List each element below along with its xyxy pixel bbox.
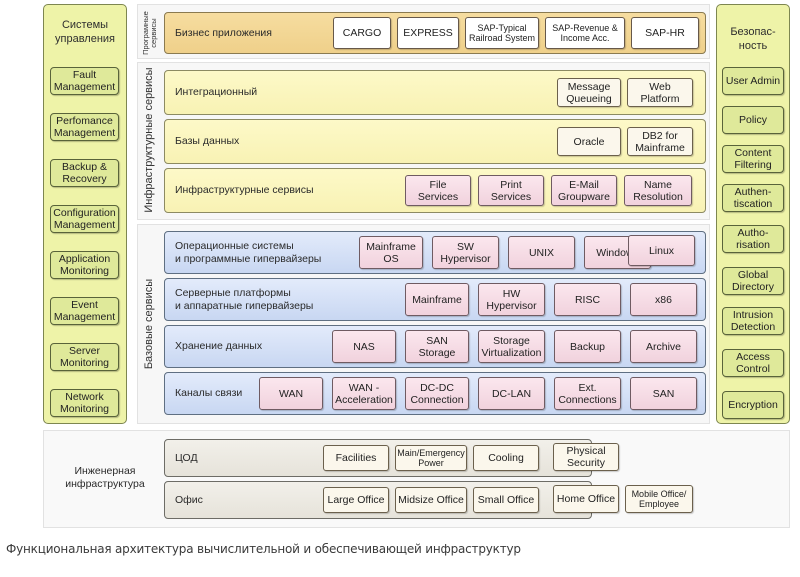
archive-box: Archive (630, 330, 697, 363)
encryption-box: Encryption (722, 391, 784, 419)
integration-label: Интеграционный (175, 86, 258, 98)
management-systems-title: Системы управления (55, 19, 115, 45)
access-control-box: Access Control (722, 349, 784, 377)
san-storage-box: SAN Storage (405, 330, 469, 363)
cargo-box: CARGO (333, 17, 391, 49)
performance-management-box: Perfomance Management (50, 113, 119, 141)
infra-services-row: Инфраструктурные сервисы File Services P… (164, 168, 706, 213)
authentication-box: Authen- tiscation (722, 184, 784, 212)
nas-box: NAS (332, 330, 396, 363)
infrastructure-services-panel: Инфраструктурные сервисы Интеграционный … (137, 62, 710, 220)
data-center-label: ЦОД (175, 451, 198, 464)
ext-connections-box: Ext. Connections (554, 377, 621, 410)
network-monitoring-box: Network Monitoring (50, 389, 119, 417)
software-services-group-label: Програмные сервисы (141, 11, 158, 55)
wan-box: WAN (259, 377, 323, 410)
application-monitoring-box: Application Monitoring (50, 251, 119, 279)
san-box: SAN (630, 377, 697, 410)
message-queueing-box: Message Queueing (557, 78, 621, 107)
databases-row: Базы данных Oracle DB2 for Mainframe (164, 119, 706, 164)
backup-box: Backup (554, 330, 621, 363)
policy-box: Policy (722, 106, 784, 134)
security-title: Безопас- ность (730, 26, 776, 52)
integration-row: Интеграционный Message Queueing Web Plat… (164, 70, 706, 115)
data-storage-label: Хранение данных (175, 340, 263, 352)
sw-hypervisor-box: SW Hypervisor (432, 236, 499, 269)
x86-box: x86 (630, 283, 697, 316)
authorisation-box: Autho- risation (722, 225, 784, 253)
web-platform-box: Web Platform (627, 78, 693, 107)
figure-caption: Функциональная архитектура вычислительно… (6, 542, 521, 556)
data-storage-row: Хранение данных NAS SAN Storage Storage … (164, 325, 706, 368)
infra-services-label: Инфраструктурные сервисы (175, 184, 314, 196)
base-services-panel: Базовые сервисы Операционные системы и п… (137, 224, 710, 424)
engineering-infrastructure-panel: Инженерная инфраструктура ЦОД Facilities… (43, 430, 790, 528)
sap-revenue-income-box: SAP-Revenue & Income Acc. (545, 17, 625, 49)
wan-acceleration-box: WAN - Acceleration (332, 377, 396, 410)
hw-hypervisor-box: HW Hypervisor (478, 283, 545, 316)
configuration-management-box: Configuration Management (50, 205, 119, 233)
infrastructure-services-group-label: Инфраструктурные сервисы (143, 67, 155, 213)
communication-channels-label: Каналы связи (175, 387, 243, 399)
main-emergency-power-box: Main/Emergency Power (395, 445, 467, 471)
linux-chip: Linux (628, 235, 695, 266)
small-office-box: Small Office (473, 487, 539, 513)
storage-virtualization-box: Storage Virtualization (478, 330, 545, 363)
cooling-box: Cooling (473, 445, 539, 471)
intrusion-detection-box: Intrusion Detection (722, 307, 784, 335)
unix-box: UNIX (508, 236, 575, 269)
engineering-group-label: Инженерная инфраструктура (65, 465, 145, 490)
db2-mainframe-box: DB2 for Mainframe (627, 127, 693, 156)
global-directory-box: Global Directory (722, 267, 784, 295)
facilities-box: Facilities (323, 445, 389, 471)
physical-security-chip: Physical Security (553, 443, 619, 471)
office-row: Офис Large Office Midsize Office Small O… (164, 481, 592, 519)
sap-hr-box: SAP-HR (631, 17, 699, 49)
print-services-box: Print Services (478, 175, 544, 206)
databases-label: Базы данных (175, 135, 240, 147)
backup-recovery-box: Backup & Recovery (50, 159, 119, 187)
home-office-chip: Home Office (553, 485, 619, 513)
base-services-group-label: Базовые сервисы (143, 278, 155, 370)
data-center-row: ЦОД Facilities Main/Emergency Power Cool… (164, 439, 592, 477)
mainframe-box: Mainframe (405, 283, 469, 316)
large-office-box: Large Office (323, 487, 389, 513)
fault-management-box: Fault Management (50, 67, 119, 95)
midsize-office-box: Midsize Office (395, 487, 467, 513)
os-hypervisors-row: Операционные системы и программные гипер… (164, 231, 706, 274)
software-services-panel: Програмные сервисы Бизнес приложения CAR… (137, 4, 710, 59)
oracle-box: Oracle (557, 127, 621, 156)
server-monitoring-box: Server Monitoring (50, 343, 119, 371)
mainframe-os-box: Mainframe OS (359, 236, 423, 269)
office-label: Офис (175, 493, 203, 506)
risc-box: RISC (554, 283, 621, 316)
name-resolution-box: Name Resolution (624, 175, 692, 206)
security-column: Безопас- ность User Admin Policy Content… (716, 4, 790, 424)
mobile-office-employee-chip: Mobile Office/ Employee (625, 485, 693, 513)
file-services-box: File Services (405, 175, 471, 206)
management-systems-column: Системы управления Fault Management Perf… (43, 4, 127, 424)
dc-dc-connection-box: DC-DC Connection (405, 377, 469, 410)
email-groupware-box: E-Mail Groupware (551, 175, 617, 206)
express-box: EXPRESS (397, 17, 459, 49)
dc-lan-box: DC-LAN (478, 377, 545, 410)
os-hypervisors-label: Операционные системы и программные гипер… (175, 239, 322, 265)
content-filtering-box: Content Filtering (722, 145, 784, 173)
event-management-box: Event Management (50, 297, 119, 325)
server-platforms-row: Серверные платформы и аппаратные гиперва… (164, 278, 706, 321)
user-admin-box: User Admin (722, 67, 784, 95)
communication-channels-row: Каналы связи WAN WAN - Acceleration DC-D… (164, 372, 706, 415)
business-apps-row: Бизнес приложения CARGO EXPRESS SAP-Typi… (164, 12, 706, 54)
sap-typical-railroad-box: SAP-Typical Railroad System (465, 17, 539, 49)
server-platforms-label: Серверные платформы и аппаратные гиперва… (175, 286, 314, 312)
business-apps-label: Бизнес приложения (175, 26, 272, 39)
